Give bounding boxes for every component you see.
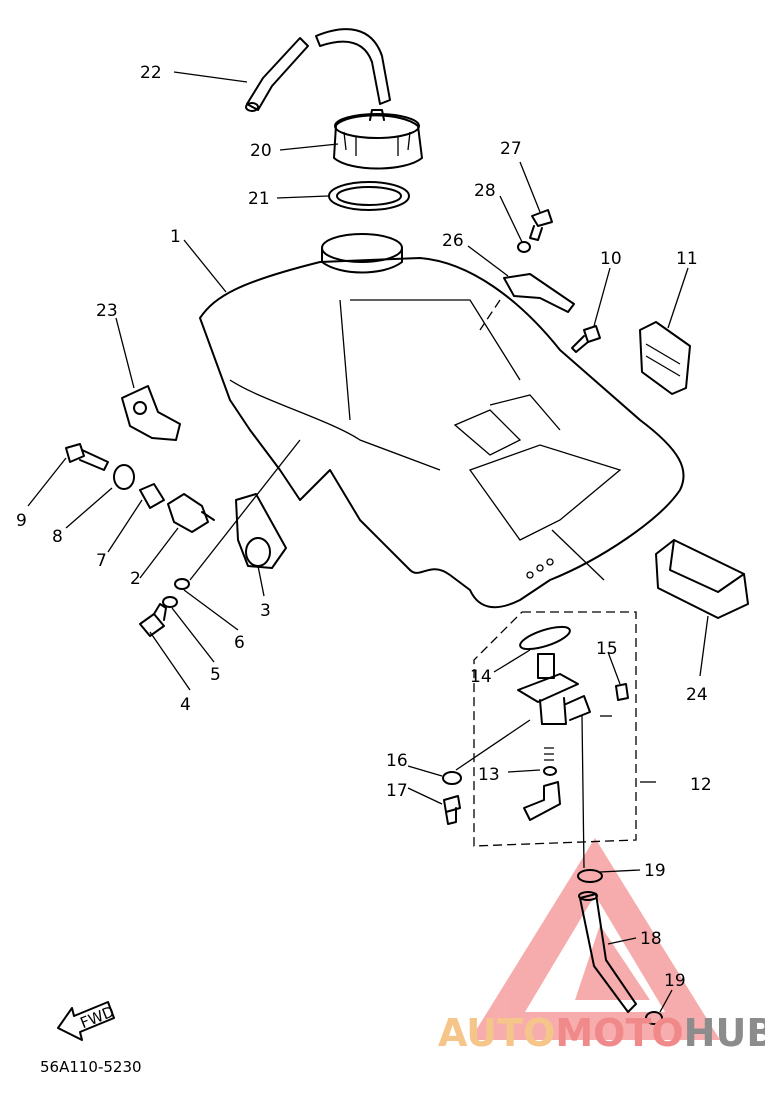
nut-5 [162,596,178,608]
o-ring-14 [519,625,571,651]
callout-9: 9 [16,511,27,531]
bracket-25 [503,273,575,313]
spring-13 [543,747,557,776]
callout-19-upper: 19 [644,861,666,881]
callout-22: 22 [140,63,162,83]
fuel-tank-1 [199,233,685,609]
bolt-10 [571,325,601,353]
callout-12: 12 [690,775,712,795]
callout-1: 1 [170,227,181,247]
gasket-21 [328,181,410,211]
washer-8 [113,464,135,490]
forward-label: FWD [78,1002,117,1032]
callout-14: 14 [470,667,492,687]
callout-26: 27 [500,139,522,159]
callout-labels: 22 20 21 1 23 9 8 7 2 3 6 5 4 27 28 26 1… [16,63,712,991]
callout-7: 7 [96,551,107,571]
callout-2: 2 [130,569,141,589]
bolt-17 [443,795,461,825]
fuel-cock-body [517,653,591,725]
clip-19-upper [577,869,603,883]
hose-22 [245,28,391,112]
callout-18: 18 [640,929,662,949]
washer-6 [174,578,190,590]
washer-16 [442,771,462,785]
clip-19-lower [645,1011,663,1025]
callout-27: 28 [474,181,496,201]
bolt-4 [139,603,167,637]
fuel-hose-18 [578,891,637,1013]
callout-23: 24 [686,685,708,705]
callout-13: 13 [478,765,500,785]
callout-16: 16 [386,751,408,771]
bracket-24 [121,385,181,441]
callout-25: 26 [442,231,464,251]
lever-13 [523,781,561,821]
leader-lines [27,71,709,1013]
watermark-text: AUTOMOTOHUB [438,1011,765,1055]
callout-8: 8 [52,527,63,547]
callout-3: 3 [260,601,271,621]
svg-text:AUTOMOTOHUB: AUTOMOTOHUB [438,1011,765,1055]
callout-17: 17 [386,781,408,801]
fuel-cap-20 [333,109,423,170]
callout-5: 5 [210,665,221,685]
screw-15 [615,683,629,701]
watermark-moto: MOTO [555,1011,683,1055]
callout-15: 15 [596,639,618,659]
forward-direction-arrow: FWD [57,1001,117,1041]
callout-4: 4 [180,695,191,715]
cover-23 [655,539,749,619]
callout-24: 23 [96,301,118,321]
watermark-auto: AUTO [438,1011,555,1055]
damper-2 [167,493,215,533]
callout-20: 20 [250,141,272,161]
bolt-9 [65,443,109,471]
washer-27 [517,241,531,253]
bolt-26 [529,209,553,241]
watermark-hub: HUB [684,1011,765,1055]
watermark-logo-triangle [470,838,720,1040]
diagram-part-code: 56A110-5230 [40,1058,142,1076]
callout-11: 11 [676,249,698,269]
fuel-cock-assembly-box [473,611,637,847]
callout-21: 21 [248,189,270,209]
collar-7 [139,483,165,509]
callout-19-lower: 19 [664,971,686,991]
callout-6: 6 [234,633,245,653]
callout-10: 10 [600,249,622,269]
bracket-3 [235,493,287,569]
clip-11 [639,321,691,395]
